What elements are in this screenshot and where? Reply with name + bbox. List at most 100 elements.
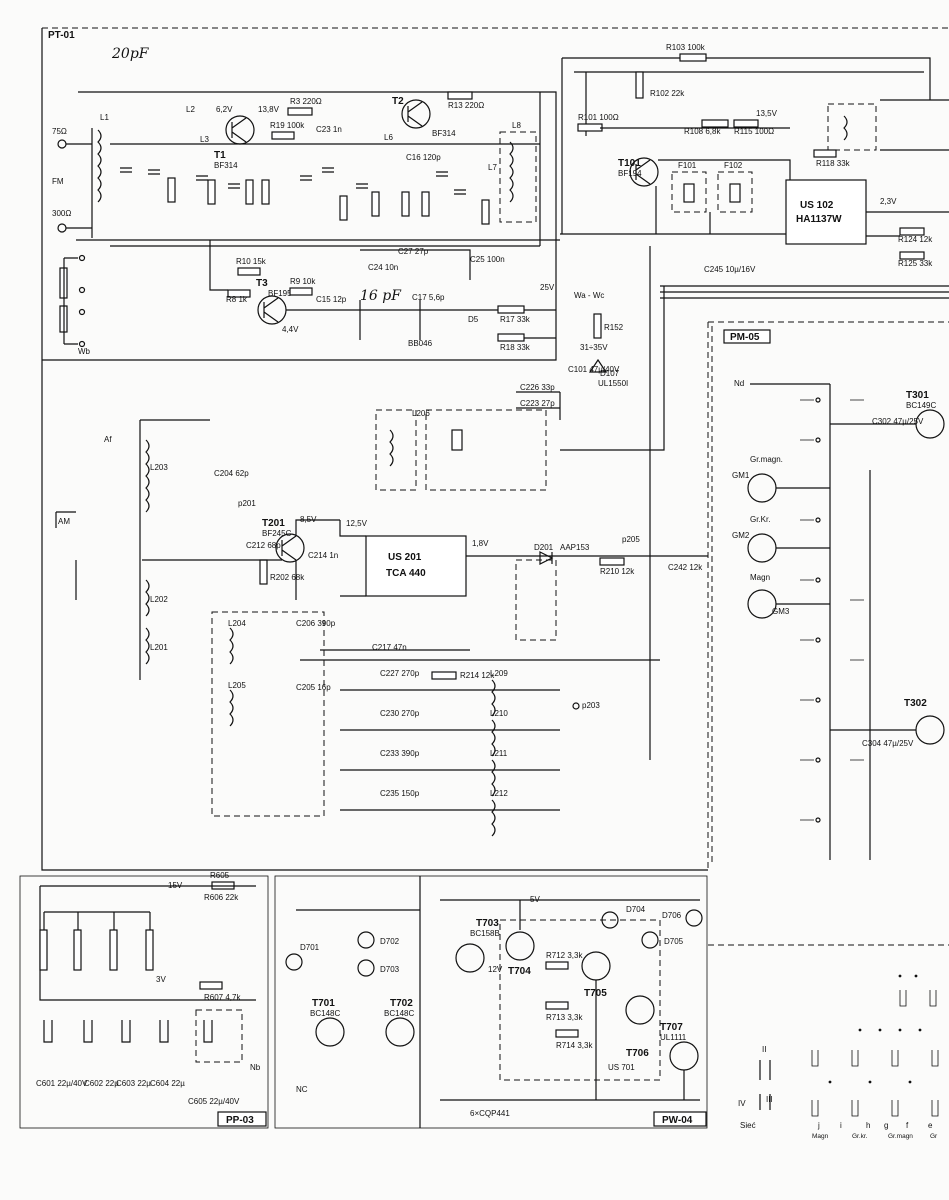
label-wa-wc: Wa - Wc [574,291,604,300]
filter-f102 [717,171,753,213]
resistor-r108 [701,119,729,128]
label-r103: R103 100k [666,43,706,52]
resistor-r607 [199,981,223,990]
label-r3: R3 220Ω [290,97,322,106]
label-us701: US 701 [608,1063,635,1072]
label-c205: C205 16p [296,683,331,692]
label-t201: T201 [262,518,285,529]
label-bb046: BB046 [408,339,433,348]
label-r13: R13 220Ω [448,101,484,110]
label-v44: 4,4V [282,325,299,334]
label-nc: NC [296,1085,308,1094]
label-v31: 31÷35V [580,343,608,352]
label-r108: R108 6,8k [684,127,721,136]
label-r606: R606 22k [204,893,239,902]
label-c605: C605 22µ/40V [188,1097,240,1106]
label-p201: p201 [238,499,256,508]
label-t301-type: BC149C [906,401,936,410]
label-am: AM [58,517,70,526]
resistor-r124 [899,227,925,236]
pp03-switches [43,1009,243,1063]
label-c601: C601 22µ/40V [36,1079,88,1088]
transistor-t101 [629,157,659,187]
label-l211: L211 [490,749,508,758]
label-col-f: f [906,1121,909,1130]
label-c242: C242 12k [668,563,703,572]
label-l202: L202 [150,595,168,604]
label-fm: FM [52,177,64,186]
led-d702 [357,931,375,949]
resistor-r118 [813,149,837,158]
pm05-switch-contacts [800,397,864,823]
coil-l205 [229,689,234,727]
label-c206: C206 390p [296,619,336,628]
label-t301: T301 [906,390,929,401]
label-r713: R713 3,3k [546,1013,583,1022]
label-l2: L2 [186,105,195,114]
label-d701: D701 [300,943,320,952]
label-gr: Gr [930,1133,938,1140]
band-switch-section [340,679,560,837]
label-l1: L1 [100,113,109,122]
ceramic-filter [451,429,463,451]
label-gm1: GM1 [732,471,750,480]
resistor-r103 [679,53,707,62]
frontend-component-row [120,167,490,225]
label-c217: C217 47n [372,643,407,652]
resistor-r125 [899,251,925,260]
resistor-r202 [259,559,268,585]
label-af: Af [104,435,112,444]
label-c604: C604 22µ [150,1079,185,1088]
label-col-g: g [884,1121,888,1130]
label-r124: R124 12k [898,235,933,244]
label-col-i: i [840,1121,842,1130]
din-connectors [747,473,830,619]
board-label-pw04: PW-04 [662,1115,693,1126]
label-t704: T704 [508,966,531,977]
label-d703: D703 [380,965,400,974]
label-c227: C227 270p [380,669,420,678]
coil-l201 [145,627,150,665]
label-r152: R152 [604,323,624,332]
ic-us701-outline [499,919,661,1081]
label-r115: R115 100Ω [734,127,774,136]
label-c101: C101 47µ/40V [568,365,620,374]
label-sw-iv: IV [738,1099,746,1108]
din-gm1 [747,473,777,503]
led-d701 [285,953,303,971]
transistor-t707 [669,1041,699,1071]
label-p205: p205 [622,535,640,544]
label-c230: C230 270p [380,709,420,718]
antenna-jack-75 [57,139,67,149]
label-us102: US 102 [800,200,834,211]
label-c302: C302 47µ/25V [872,417,924,426]
resistor-r214 [431,671,457,680]
label-f102: F102 [724,161,743,170]
label-r17: R17 33k [500,315,531,324]
pw04-border [274,875,708,1129]
label-r101: R101 100Ω [578,113,619,122]
coil-l8 [509,141,514,203]
label-us201-type: TCA 440 [386,568,426,579]
resistor-r713 [545,1001,569,1010]
label-l210: L210 [490,709,508,718]
label-v25: 25V [540,283,555,292]
led-d703 [357,959,375,977]
label-l8: L8 [512,121,521,130]
label-l203: L203 [150,463,168,472]
label-l201: L201 [150,643,168,652]
label-nd: Nd [734,379,744,388]
label-l7: L7 [488,163,497,172]
label-l209: L209 [490,669,508,678]
label-r118: R118 33k [816,159,851,168]
label-t2-type: BF314 [432,129,456,138]
label-l6: L6 [384,133,393,142]
label-pw-12v: 12V [488,965,503,974]
label-l212: L212 [490,789,508,798]
board-label-pt01: PT-01 [48,30,75,41]
label-c235: C235 150p [380,789,420,798]
label-t702: T702 [390,998,413,1009]
label-v125: 12,5V [346,519,368,528]
label-d5: D5 [468,315,479,324]
label-d107-type: UL1550I [598,379,628,388]
